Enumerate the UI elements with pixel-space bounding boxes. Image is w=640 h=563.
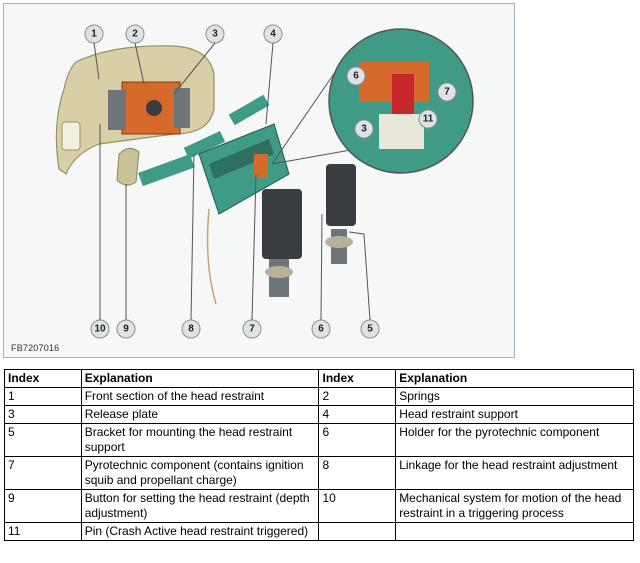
springs-mechanism: [108, 81, 190, 135]
cell: Holder for the pyrotechnic component: [395, 423, 634, 457]
svg-text:11: 11: [423, 114, 434, 125]
exploded-diagram: 1 2 3 4 5 6 7 8 9 10 6 7 3 11 FB7207016: [3, 3, 515, 358]
cell: Button for setting the head restraint (d…: [80, 489, 320, 523]
header-explanation: Explanation: [80, 369, 320, 388]
cable: [206, 208, 217, 305]
linkage-parts: [138, 94, 270, 187]
callout-7: 7: [242, 319, 262, 339]
cell: 1: [4, 387, 82, 406]
svg-text:10: 10: [94, 324, 106, 335]
callout-10: 10: [90, 319, 110, 339]
cell: Pin (Crash Active head restraint trigger…: [80, 522, 320, 541]
cell: Mechanical system for motion of the head…: [395, 489, 634, 523]
svg-text:6: 6: [353, 71, 359, 82]
table-row: 5 Bracket for mounting the head restrain…: [4, 423, 634, 457]
svg-text:7: 7: [249, 324, 255, 335]
svg-text:4: 4: [270, 29, 276, 40]
cell: 6: [318, 423, 397, 457]
zoom-callout-3: 3: [354, 119, 374, 139]
cell: 11: [4, 522, 82, 541]
table-row: 7 Pyrotechnic component (contains igniti…: [4, 456, 634, 490]
svg-text:7: 7: [444, 87, 450, 98]
cell: 9: [4, 489, 82, 523]
callout-2: 2: [125, 24, 145, 44]
svg-text:5: 5: [367, 324, 373, 335]
svg-text:1: 1: [91, 29, 97, 40]
zoom-callout-7: 7: [437, 82, 457, 102]
svg-text:9: 9: [123, 324, 129, 335]
cell: Pyrotechnic component (contains ignition…: [80, 456, 320, 490]
cell: 2: [318, 387, 397, 406]
zoom-inset: [271, 28, 474, 174]
legend-header-row: Index Explanation Index Explanation: [4, 369, 634, 388]
svg-text:3: 3: [212, 29, 218, 40]
head-restraint-support: [198, 123, 290, 215]
header-index-2: Index: [318, 369, 397, 388]
table-row: 11 Pin (Crash Active head restraint trig…: [4, 522, 634, 541]
table-row: 9 Button for setting the head restraint …: [4, 489, 634, 523]
cell: Front section of the head restraint: [80, 387, 320, 406]
svg-text:3: 3: [361, 124, 367, 135]
cell: Bracket for mounting the head restraint …: [80, 423, 320, 457]
cell: 4: [318, 405, 397, 424]
header-index: Index: [4, 369, 82, 388]
cell: 10: [318, 489, 397, 523]
header-explanation-2: Explanation: [395, 369, 634, 388]
callout-6: 6: [311, 319, 331, 339]
cell: 7: [4, 456, 82, 490]
svg-text:8: 8: [188, 324, 194, 335]
table-row: 1 Front section of the head restraint 2 …: [4, 387, 634, 406]
cell: Release plate: [80, 405, 320, 424]
svg-text:2: 2: [132, 29, 138, 40]
cell: Linkage for the head restraint adjustmen…: [395, 456, 634, 490]
cell: Head restraint support: [395, 405, 634, 424]
callout-4: 4: [263, 24, 283, 44]
legend-table: Index Explanation Index Explanation 1 Fr…: [4, 369, 634, 541]
mounting-brackets: [262, 164, 356, 297]
cell: [318, 522, 397, 541]
figure-code: FB7207016: [11, 343, 60, 353]
adjust-button-shape: [116, 148, 140, 186]
cell: 3: [4, 405, 82, 424]
callout-3: 3: [205, 24, 225, 44]
zoom-callout-11: 11: [418, 109, 438, 129]
callout-9: 9: [116, 319, 136, 339]
cell: [395, 522, 634, 541]
cell: Springs: [395, 387, 634, 406]
cell: 8: [318, 456, 397, 490]
callout-5: 5: [360, 319, 380, 339]
cell: 5: [4, 423, 82, 457]
diagram-illustration: 1 2 3 4 5 6 7 8 9 10 6 7 3 11: [55, 24, 474, 339]
zoom-callout-6: 6: [346, 66, 366, 86]
callout-8: 8: [181, 319, 201, 339]
svg-text:6: 6: [318, 324, 324, 335]
callout-1: 1: [84, 24, 104, 44]
table-row: 3 Release plate 4 Head restraint support: [4, 405, 634, 424]
